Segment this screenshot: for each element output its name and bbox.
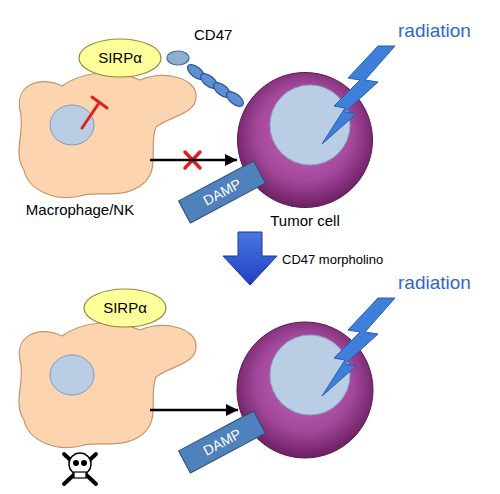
skull-symbol: [64, 453, 96, 484]
node-label: Macrophage/NK: [26, 201, 134, 218]
receptor-ellipse: SIRPα: [83, 288, 167, 328]
transmembrane-coil: [224, 89, 246, 109]
node-label: DAMP: [178, 160, 266, 223]
skull-eye: [73, 460, 79, 466]
macrophage-cell: Macrophage/NK: [10, 72, 150, 197]
box-outline: [179, 161, 266, 223]
node-label: Tumor cell: [270, 212, 339, 229]
ligand-ellipse: CD47: [166, 50, 190, 66]
transmembrane-coil: [185, 62, 207, 82]
nucleus: [50, 355, 94, 395]
transition-arrow: [223, 232, 277, 285]
node-outline: [166, 50, 190, 66]
node-label: CD47: [194, 26, 232, 43]
ellipse-outline: [84, 289, 166, 327]
nucleus: [270, 335, 350, 415]
cell-outline: [19, 73, 196, 198]
kill-arrow: [150, 409, 238, 412]
radiation-label: radiation: [398, 20, 471, 42]
receptor-ellipse: SIRPα: [78, 38, 162, 78]
node-label: SIRPα: [83, 288, 167, 328]
lightning-bolt: [322, 298, 395, 396]
node-outline: [10, 72, 150, 197]
interaction-arrow: [150, 159, 237, 162]
treatment-label: CD47 morpholino: [282, 253, 383, 268]
damp-box: DAMP: [178, 160, 266, 223]
inhibition-mark: [82, 103, 99, 128]
nucleus: [270, 85, 350, 165]
skull-head: [69, 453, 91, 475]
node-label: SIRPα: [78, 38, 162, 78]
nucleus: [50, 105, 94, 145]
block-cross: [185, 152, 200, 168]
ellipse-outline: [167, 51, 189, 65]
damp-box: DAMP: [178, 410, 266, 473]
transmembrane-coil: [211, 80, 233, 100]
radiation-label: radiation: [398, 272, 471, 294]
transmembrane-coil: [198, 71, 220, 91]
lightning-bolt: [322, 46, 395, 144]
skull-jaw: [74, 472, 86, 478]
inhibition-mark: [92, 97, 107, 108]
skull-eye: [81, 460, 87, 466]
block-cross: [185, 152, 200, 168]
crossbone: [64, 454, 96, 484]
crossbone: [64, 454, 96, 484]
ellipse-outline: [79, 39, 161, 77]
box-outline: [179, 411, 266, 473]
macrophage-cell: [19, 323, 196, 448]
node-label: DAMP: [178, 410, 266, 473]
